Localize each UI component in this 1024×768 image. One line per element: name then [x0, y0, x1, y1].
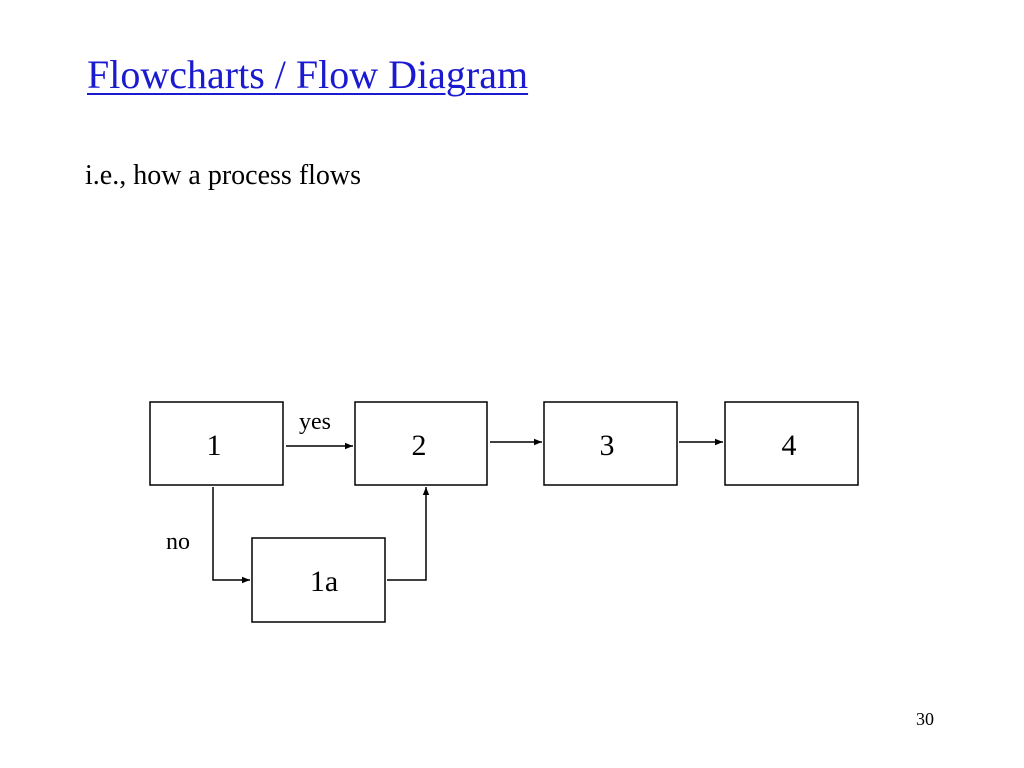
- node-3: 3: [543, 401, 678, 486]
- node-1a: 1a: [251, 537, 386, 623]
- slide-title: Flowcharts / Flow Diagram: [87, 52, 529, 97]
- node-3-box: [543, 401, 678, 486]
- node-4: 4: [724, 401, 859, 486]
- node-2-label: 2: [412, 429, 427, 462]
- node-1a-label: 1a: [310, 565, 338, 598]
- slide-subtitle: i.e., how a process flows: [85, 160, 362, 191]
- node-3-label: 3: [600, 429, 615, 462]
- node-4-box: [724, 401, 859, 486]
- node-1-label: 1: [207, 429, 222, 462]
- node-1a-box: [251, 537, 386, 623]
- node-1-box: [149, 401, 284, 486]
- node-2: 2: [354, 401, 488, 486]
- edge-label-no: no: [166, 529, 190, 555]
- node-1: 1: [149, 401, 284, 486]
- arrow-1-to-1a: [212, 487, 250, 584]
- node-2-box: [354, 401, 488, 486]
- arrow-1a-to-2: [387, 487, 430, 581]
- edge-label-yes: yes: [299, 409, 331, 435]
- page-number: 30: [916, 709, 934, 729]
- node-4-label: 4: [782, 429, 797, 462]
